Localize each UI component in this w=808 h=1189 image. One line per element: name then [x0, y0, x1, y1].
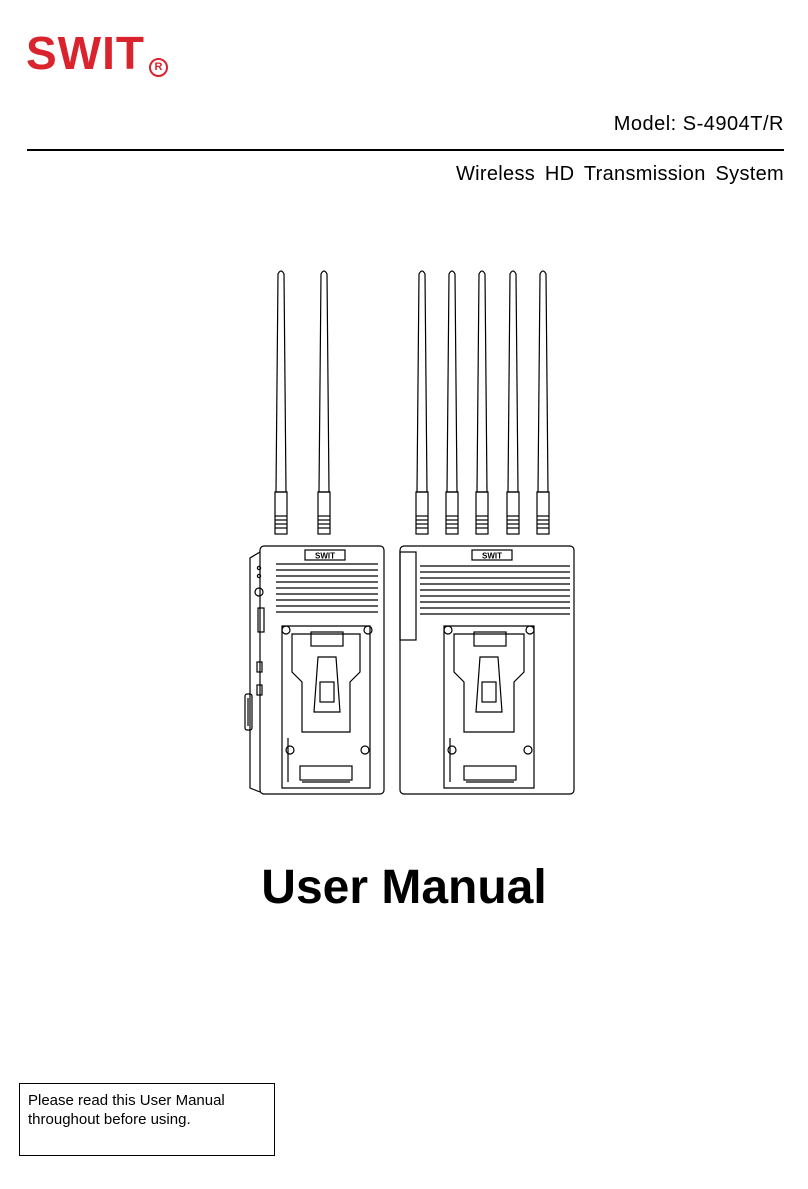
logo-text: SWIT — [26, 27, 145, 79]
transmitter-logo-label: SWIT — [315, 552, 335, 561]
antennas — [274, 270, 550, 535]
registered-mark-icon: R — [148, 58, 168, 77]
product-subtitle: Wireless HD Transmission System — [455, 163, 784, 185]
device-illustration: SWIT SWIT — [244, 270, 575, 795]
antenna-icon — [446, 270, 458, 493]
antenna-icon — [318, 270, 330, 493]
antenna-connector — [445, 491, 459, 535]
antenna-icon — [476, 270, 488, 493]
receiver-unit — [399, 545, 575, 795]
model-number: Model: S-4904T/R — [613, 113, 784, 135]
antenna-connector — [274, 491, 288, 535]
antenna-icon — [507, 270, 519, 493]
antenna-icon — [537, 270, 549, 493]
transmitter-unit — [244, 545, 385, 795]
receiver-vents — [420, 565, 570, 615]
antenna-connector — [415, 491, 429, 535]
antenna-icon — [416, 270, 428, 493]
receiver-logo-label: SWIT — [482, 552, 502, 561]
antenna-connector — [317, 491, 331, 535]
document-title: User Manual — [261, 861, 547, 914]
antenna-icon — [275, 270, 287, 493]
header-divider — [27, 149, 784, 151]
antenna-connector — [536, 491, 550, 535]
swit-logo: SWIT R — [26, 30, 168, 77]
transmitter-vents — [276, 563, 378, 613]
antenna-connector — [475, 491, 489, 535]
antenna-connector — [506, 491, 520, 535]
reading-notice: Please read this User Manual throughout … — [19, 1083, 275, 1156]
